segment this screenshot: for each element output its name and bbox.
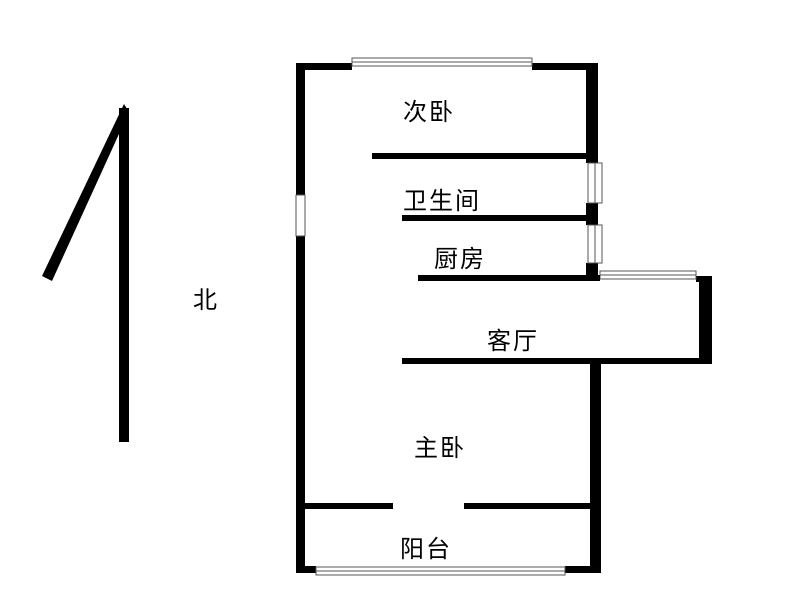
west-wall-upper <box>296 63 305 195</box>
wall-balcony-left <box>305 503 393 509</box>
wall-kitchen <box>418 275 600 281</box>
west-doorway <box>295 194 306 237</box>
room-label-kitchen: 厨房 <box>434 245 486 273</box>
room-label-bathroom: 卫生间 <box>403 187 481 215</box>
wall-living-room <box>402 358 597 364</box>
east-wall-bedroom <box>590 358 601 573</box>
wall-secondary-bedroom <box>372 153 592 159</box>
east-wall-top <box>586 63 598 163</box>
room-label-master-bedroom: 主卧 <box>414 434 466 462</box>
north-wall-right <box>532 63 598 70</box>
living-bumpout-east <box>699 276 712 364</box>
living-bumpout-bottom <box>590 358 712 364</box>
north-arrow-shaft <box>119 108 129 442</box>
outer-walls <box>296 63 712 573</box>
west-wall-lower <box>296 236 305 573</box>
wall-balcony-right <box>464 503 594 509</box>
room-label-living-room: 客厅 <box>487 327 539 355</box>
interior-walls <box>305 153 600 509</box>
wall-bathroom <box>402 215 592 221</box>
east-wall-mid <box>586 203 598 225</box>
north-label: 北 <box>193 286 219 314</box>
windows <box>295 57 697 576</box>
north-arrow-head <box>42 104 129 281</box>
south-wall-right <box>565 566 601 573</box>
north-arrow <box>42 104 129 442</box>
room-label-secondary-bedroom: 次卧 <box>403 98 455 126</box>
south-wall-left <box>296 566 316 573</box>
room-label-balcony: 阳台 <box>400 535 452 563</box>
north-wall-left <box>296 63 352 70</box>
